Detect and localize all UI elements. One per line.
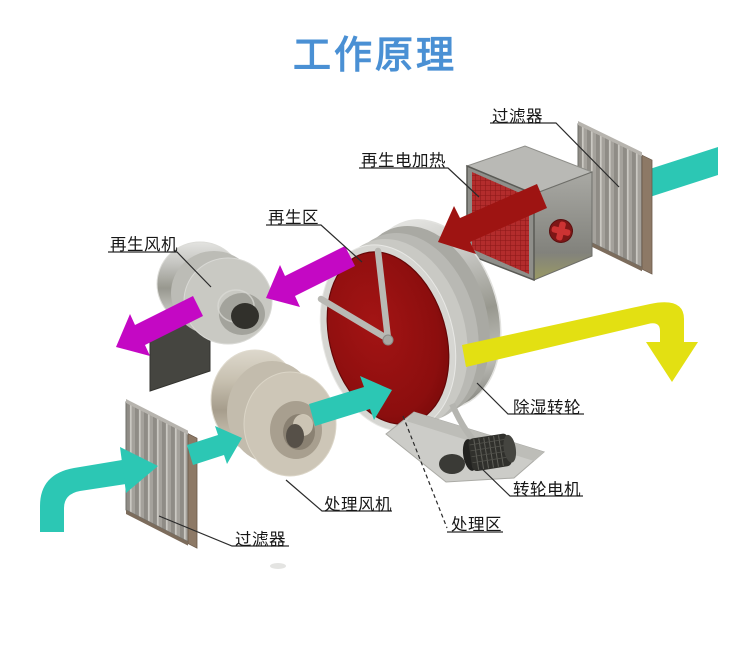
label-regen-heater: 再生电加热	[361, 152, 446, 170]
label-process-zone: 处理区	[451, 516, 502, 534]
leader-regen-zone	[266, 224, 363, 263]
label-regen-fan: 再生风机	[110, 236, 178, 254]
filter-top	[577, 121, 653, 275]
leader-filter-top	[490, 122, 620, 188]
wheel-motor-body	[462, 433, 517, 472]
leader-dehumid-wheel	[476, 382, 584, 415]
label-regen-zone: 再生区	[268, 209, 319, 227]
leader-process-fan	[285, 479, 392, 512]
process-fan-body	[210, 349, 337, 477]
ground-mark	[270, 563, 286, 569]
label-filter-bottom: 过滤器	[235, 531, 286, 549]
label-process-fan: 处理风机	[324, 496, 392, 514]
process-air-inlet-arrow	[40, 447, 158, 532]
regen-air-to-fan-arrow	[266, 246, 355, 307]
leader-regen-fan	[108, 251, 212, 288]
hot-air-arrow	[438, 184, 547, 254]
label-filter-top: 过滤器	[492, 108, 543, 126]
process-air-to-wheel-arrow	[309, 376, 392, 426]
label-wheel-motor: 转轮电机	[513, 481, 581, 499]
label-dehumid-wheel: 除湿转轮	[513, 399, 581, 417]
filter-bottom-panel	[125, 399, 198, 549]
heater-knob-icon	[549, 219, 573, 243]
regen-air-outlet-arrow	[116, 296, 203, 356]
leader-lines	[108, 122, 620, 547]
leader-wheel-motor	[478, 465, 583, 497]
process-air-mid-arrow	[187, 426, 242, 465]
leader-process-zone	[402, 415, 448, 529]
wheel-sector-divider	[317, 247, 394, 346]
leader-regen-heater	[359, 167, 480, 198]
page-title: 工作原理	[292, 35, 457, 77]
dry-air-arrow	[462, 302, 698, 382]
leader-filter-bottom	[158, 515, 289, 547]
